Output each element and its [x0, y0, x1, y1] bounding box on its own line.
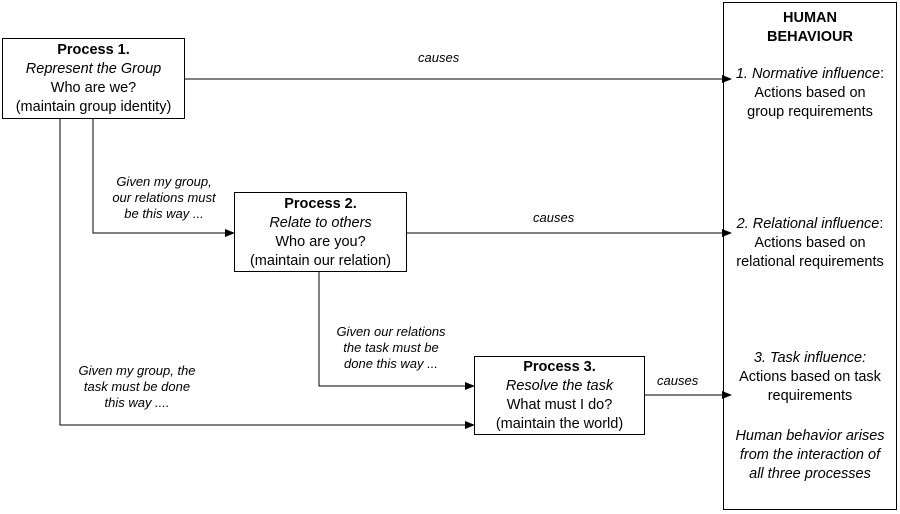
- causes-label-1: causes: [418, 50, 460, 65]
- process-2-title: Process 2.: [284, 196, 357, 212]
- process-1-box: Process 1. Represent the Group Who are w…: [2, 38, 185, 119]
- human-behaviour-title: HUMAN BEHAVIOUR: [767, 10, 853, 45]
- label-p1-to-p2: Given my group, our relations must be th…: [112, 174, 216, 221]
- process-2-goal: (maintain our relation): [249, 253, 392, 269]
- task-influence-label: 3. Task influence:: [753, 350, 867, 366]
- process-3-box: Process 3. Resolve the task What must I …: [474, 356, 645, 435]
- normative-influence-section: 1. Normative influence: Actions based on…: [735, 66, 885, 120]
- process-1-subtitle: Represent the Group: [25, 61, 162, 77]
- causes-label-3: causes: [657, 373, 699, 388]
- process-1-question: Who are we?: [50, 80, 137, 96]
- label-p2-to-p3: Given our relations the task must be don…: [336, 324, 446, 371]
- arrow-p1-to-p2: [92, 119, 235, 237]
- label-p1-to-p3: Given my group, the task must be done th…: [78, 363, 196, 410]
- causes-label-2: causes: [533, 210, 575, 225]
- arrow-p2-to-p3: [318, 272, 475, 390]
- process-3-subtitle: Resolve the task: [505, 378, 614, 394]
- relational-influence-section: 2. Relational influence: Actions based o…: [736, 216, 884, 270]
- relational-influence-label: 2. Relational influence: [736, 216, 880, 232]
- process-3-goal: (maintain the world): [495, 416, 624, 432]
- process-2-box: Process 2. Relate to others Who are you?…: [234, 192, 407, 272]
- process-3-question: What must I do?: [506, 397, 613, 413]
- normative-influence-label: 1. Normative influence: [735, 66, 881, 82]
- process-1-title: Process 1.: [57, 42, 130, 58]
- conclusion-text: Human behavior arises from the interacti…: [735, 428, 885, 482]
- human-behaviour-panel: HUMAN BEHAVIOUR 1. Normative influence: …: [723, 2, 897, 510]
- process-2-question: Who are you?: [275, 234, 366, 250]
- arrow-p1-to-p3: [59, 119, 475, 429]
- process-1-goal: (maintain group identity): [15, 99, 172, 115]
- process-3-title: Process 3.: [523, 359, 596, 375]
- task-influence-section: 3. Task influence: Actions based on task…: [724, 349, 896, 406]
- process-2-subtitle: Relate to others: [269, 215, 372, 231]
